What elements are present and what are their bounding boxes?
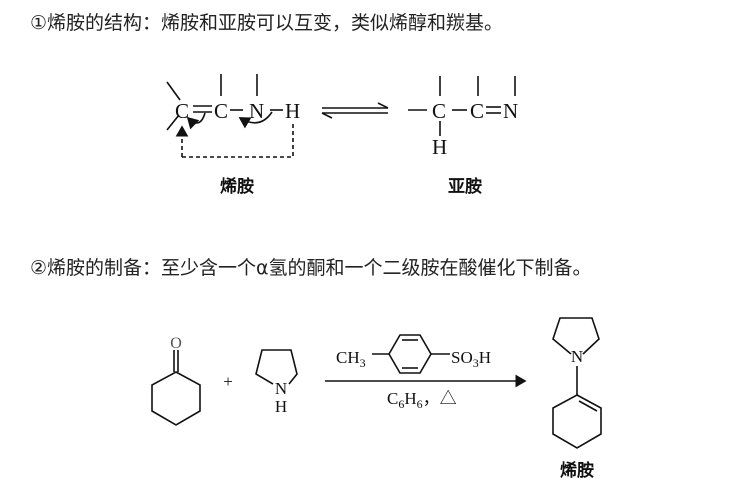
atom-h: H bbox=[432, 135, 447, 159]
electron-arrow bbox=[186, 112, 206, 130]
atom-o: O bbox=[170, 335, 182, 352]
catalyst-ptsa: CH3 SO3H bbox=[336, 334, 491, 374]
atom-c1: C bbox=[175, 99, 189, 123]
atom-h: H bbox=[275, 397, 287, 416]
enamine-label: 烯胺 bbox=[220, 176, 254, 197]
imine-label: 亚胺 bbox=[448, 176, 482, 197]
svg-text:SO3H: SO3H bbox=[451, 348, 491, 370]
product-enamine: N 烯胺 bbox=[552, 317, 602, 481]
atom-h: H bbox=[285, 99, 300, 123]
electron-arrow bbox=[238, 111, 273, 129]
atom-n: N bbox=[249, 99, 264, 123]
enamine-structure: C C N H 烯胺 bbox=[166, 74, 300, 197]
equilibrium-arrow bbox=[321, 102, 389, 119]
atom-c1: C bbox=[432, 99, 446, 123]
product-label: 烯胺 bbox=[560, 460, 594, 481]
reaction-conditions: C6H6，△ bbox=[387, 389, 457, 411]
imine-structure: C H C N 亚胺 bbox=[408, 76, 518, 197]
cyclohexanone: O bbox=[151, 335, 201, 426]
section1-heading: ①烯胺的结构：烯胺和亚胺可以互变，类似烯醇和羰基。 bbox=[30, 12, 504, 34]
atom-c2: C bbox=[214, 99, 228, 123]
atom-n: N bbox=[571, 347, 583, 366]
pyrrolidine: N H bbox=[255, 349, 298, 416]
plus-sign: + bbox=[223, 372, 233, 391]
section2-heading: ②烯胺的制备：至少含一个α氢的酮和一个二级胺在酸催化下制备。 bbox=[30, 257, 592, 279]
atom-n: N bbox=[275, 379, 287, 398]
atom-c2: C bbox=[470, 99, 484, 123]
atom-n: N bbox=[503, 99, 518, 123]
svg-text:CH3: CH3 bbox=[336, 348, 366, 370]
